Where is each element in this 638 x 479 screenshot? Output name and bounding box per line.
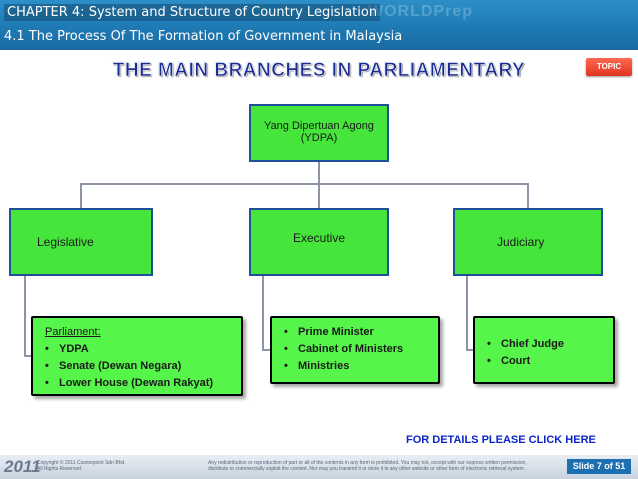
legislative-heading: Parliament:	[45, 326, 101, 338]
bullet-icon: •	[284, 343, 288, 355]
slide-footer: 2011 Copyright © 2011 Cosmopoint Sdn Bhd…	[0, 455, 638, 479]
list-item: •Lower House (Dewan Rakyat)	[45, 375, 241, 392]
connector-top-stem	[318, 162, 320, 184]
header-watermark: WORLDPrep	[368, 3, 473, 20]
executive-detail-box: •Prime Minister •Cabinet of Ministers •M…	[270, 316, 440, 384]
list-item: •YDPA	[45, 341, 241, 358]
footer-year: 2011	[4, 457, 41, 476]
connector-leg-stem	[24, 276, 26, 356]
slide-header: WORLDPrep CHAPTER 4: System and Structur…	[0, 0, 638, 50]
ydpa-box: Yang Dipertuan Agong (YDPA)	[249, 104, 389, 162]
chapter-title: CHAPTER 4: System and Structure of Count…	[4, 4, 381, 21]
bullet-icon: •	[45, 377, 49, 389]
details-link[interactable]: FOR DETAILS PLEASE CLICK HERE	[406, 434, 596, 446]
slide-title: THE MAIN BRANCHES IN PARLIAMENTARY	[112, 60, 526, 82]
list-item: •Court	[487, 353, 613, 370]
list-item: •Chief Judge	[487, 336, 613, 353]
legislative-box: Legislative	[9, 208, 153, 276]
bullet-icon: •	[487, 338, 491, 350]
bullet-icon: •	[487, 355, 491, 367]
footer-copyright: Copyright © 2011 Cosmopoint Sdn Bhd. All…	[37, 460, 126, 472]
list-item: •Senate (Dewan Negara)	[45, 358, 241, 375]
ydpa-line2: (YDPA)	[300, 132, 338, 144]
section-title: 4.1 The Process Of The Formation of Gove…	[4, 29, 403, 44]
list-item: •Prime Minister	[284, 324, 438, 341]
connector-horizontal	[80, 183, 528, 185]
connector-leg-arm	[24, 355, 32, 357]
connector-jud-arm	[466, 349, 474, 351]
judiciary-detail-box: •Chief Judge •Court	[473, 316, 615, 384]
list-item: •Cabinet of Ministers	[284, 341, 438, 358]
bullet-icon: •	[45, 360, 49, 372]
connector-left-drop	[80, 183, 82, 208]
bullet-icon: •	[284, 326, 288, 338]
judiciary-label: Judiciary	[497, 235, 545, 249]
connector-exe-stem	[262, 276, 264, 350]
connector-jud-stem	[466, 276, 468, 350]
bullet-icon: •	[284, 360, 288, 372]
legislative-label: Legislative	[37, 235, 94, 249]
ydpa-line1: Yang Dipertuan Agong	[264, 120, 374, 132]
bullet-icon: •	[45, 343, 49, 355]
judiciary-box: Judiciary	[453, 208, 603, 276]
legislative-detail-box: Parliament: •YDPA •Senate (Dewan Negara)…	[31, 316, 243, 396]
executive-box: Executive	[249, 208, 389, 276]
slide-number: Slide 7 of 51	[567, 459, 631, 474]
list-item: •Ministries	[284, 358, 438, 375]
footer-notice: Any redistribution or reproduction of pa…	[208, 460, 527, 472]
connector-mid-drop	[318, 183, 320, 208]
connector-right-drop	[527, 183, 529, 208]
executive-label: Executive	[292, 231, 346, 245]
topic-button[interactable]: TOPIC	[586, 58, 632, 76]
connector-exe-arm	[262, 349, 271, 351]
